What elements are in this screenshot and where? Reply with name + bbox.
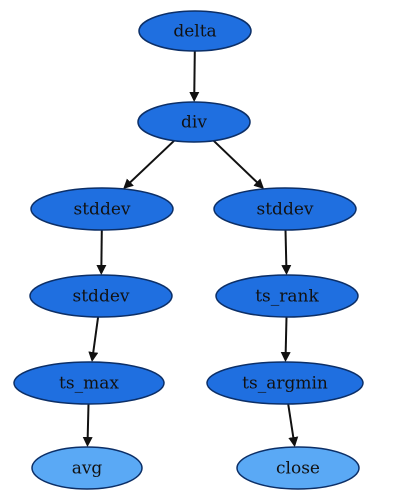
node-avg: avg xyxy=(31,446,143,490)
nodes-layer: delta div stddev stddev stddev ts_rank t… xyxy=(13,10,364,490)
node-close-label: close xyxy=(276,459,320,479)
node-avg-shape xyxy=(31,446,143,490)
node-stddev-left-label: stddev xyxy=(74,200,131,220)
node-stddev-right: stddev xyxy=(213,187,357,231)
node-div-shape xyxy=(137,101,251,143)
node-div-label: div xyxy=(181,113,207,133)
node-ts-argmin: ts_argmin xyxy=(206,361,364,405)
node-stddev-left: stddev xyxy=(30,187,174,231)
node-div: div xyxy=(137,101,251,143)
edge-ts-max-avg xyxy=(82,403,93,447)
edges-layer xyxy=(82,50,299,448)
node-ts-rank-shape xyxy=(215,274,359,318)
node-stddev-left-2-label: stddev xyxy=(73,287,130,307)
node-close-shape xyxy=(236,446,360,490)
node-stddev-right-label: stddev xyxy=(257,200,314,220)
node-stddev-left-2-shape xyxy=(29,274,173,318)
edge-div-stddev-right xyxy=(212,139,265,189)
node-stddev-right-shape xyxy=(213,187,357,231)
node-avg-label: avg xyxy=(72,459,103,479)
node-ts-rank: ts_rank xyxy=(215,274,359,318)
node-ts-max-label: ts_max xyxy=(59,374,119,394)
edge-stddev-right-ts-rank xyxy=(281,229,292,275)
node-ts-max-shape xyxy=(13,361,165,405)
node-ts-max: ts_max xyxy=(13,361,165,405)
edge-stddev-left-stddev-left2 xyxy=(96,229,107,275)
node-stddev-left-2: stddev xyxy=(29,274,173,318)
edge-ts-rank-ts-argmin xyxy=(280,316,291,362)
node-ts-argmin-label: ts_argmin xyxy=(242,374,328,394)
edge-ts-argmin-close xyxy=(287,403,299,448)
node-delta-shape xyxy=(138,10,252,52)
node-delta-label: delta xyxy=(173,22,216,42)
node-delta: delta xyxy=(138,10,252,52)
edge-stddev-left2-ts-max xyxy=(88,316,100,362)
edge-delta-div xyxy=(189,50,200,102)
edge-div-stddev-left xyxy=(123,139,175,189)
node-ts-argmin-shape xyxy=(206,361,364,405)
node-ts-rank-label: ts_rank xyxy=(255,287,319,307)
node-stddev-left-shape xyxy=(30,187,174,231)
node-close: close xyxy=(236,446,360,490)
